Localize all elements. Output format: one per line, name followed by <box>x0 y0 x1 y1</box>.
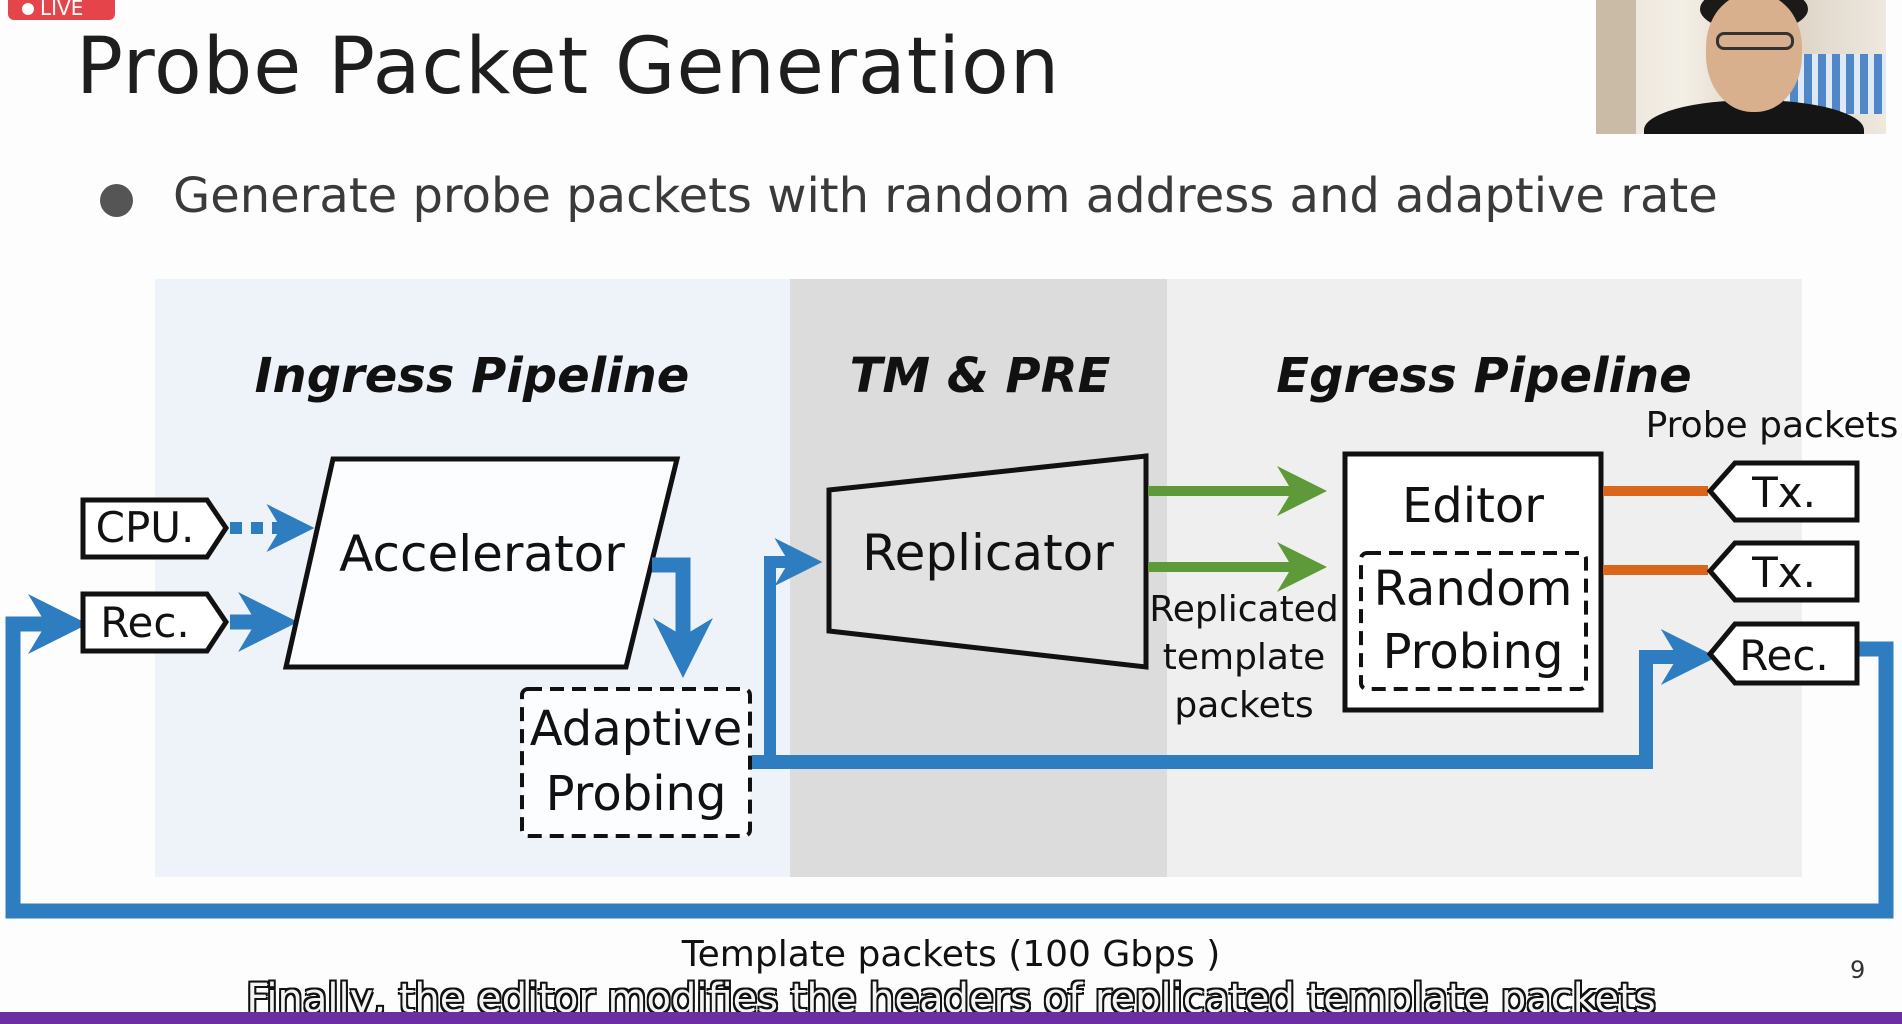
cpu-port-label: CPU. <box>96 503 195 552</box>
replicator-shape <box>826 453 1149 670</box>
adaptive-probing-line2: Probing <box>546 766 727 822</box>
webcam-presenter-head <box>1706 0 1802 112</box>
loopback-arrow <box>5 594 1894 919</box>
adaptive-to-replicator-arrow <box>764 538 823 762</box>
template-packets-label: Template packets (100 Gbps ) <box>681 934 1221 975</box>
tx-port-1-shape <box>1706 460 1860 523</box>
caption-bottom-bar <box>0 1012 1902 1024</box>
bullet-text: Generate probe packets with random addre… <box>173 168 1718 224</box>
random-probing-box <box>1359 551 1588 691</box>
rec-port-left-label: Rec. <box>100 598 190 647</box>
egress-pipeline-heading: Egress Pipeline <box>1276 348 1691 404</box>
rec-port-right-label: Rec. <box>1739 631 1829 680</box>
cpu-port-shape <box>80 497 230 560</box>
replicator-label: Replicator <box>862 524 1114 582</box>
live-badge-label: LIVE <box>40 0 84 20</box>
page-number: 9 <box>1850 956 1866 984</box>
accelerator-shape <box>282 456 681 670</box>
adaptive-to-egress-rec-arrow <box>752 629 1717 769</box>
replicated-label-line3: packets <box>1174 685 1313 726</box>
webcam-background-shelf <box>1596 0 1636 134</box>
accelerator-label: Accelerator <box>339 525 625 583</box>
live-dot-icon <box>22 3 34 15</box>
probe-packets-label: Probe packets <box>1646 405 1899 446</box>
adaptive-probing-box <box>520 687 752 838</box>
editor-label: Editor <box>1402 478 1544 534</box>
webcam-video <box>1596 0 1886 134</box>
tx-port-1-label: Tx. <box>1751 468 1816 517</box>
live-badge: LIVE <box>8 0 115 20</box>
webcam-presenter-glasses <box>1716 32 1794 50</box>
adaptive-probing-line1: Adaptive <box>530 701 742 757</box>
accelerator-to-adaptive-arrow <box>652 557 713 678</box>
replicated-label-line1: Replicated <box>1149 589 1338 630</box>
replicated-label-line2: template <box>1163 637 1326 678</box>
bullet-dot-icon <box>100 184 133 217</box>
rec-port-right-shape <box>1706 621 1860 686</box>
tm-pre-heading: TM & PRE <box>850 348 1111 404</box>
random-probing-line1: Random <box>1374 561 1573 617</box>
tx-port-2-shape <box>1706 540 1860 603</box>
tx-port-2-label: Tx. <box>1751 548 1816 597</box>
rec-port-left-shape <box>80 591 230 654</box>
ingress-pipeline-heading: Ingress Pipeline <box>255 348 690 404</box>
random-probing-line2: Probing <box>1383 624 1564 680</box>
slide-title: Probe Packet Generation <box>76 22 1061 112</box>
